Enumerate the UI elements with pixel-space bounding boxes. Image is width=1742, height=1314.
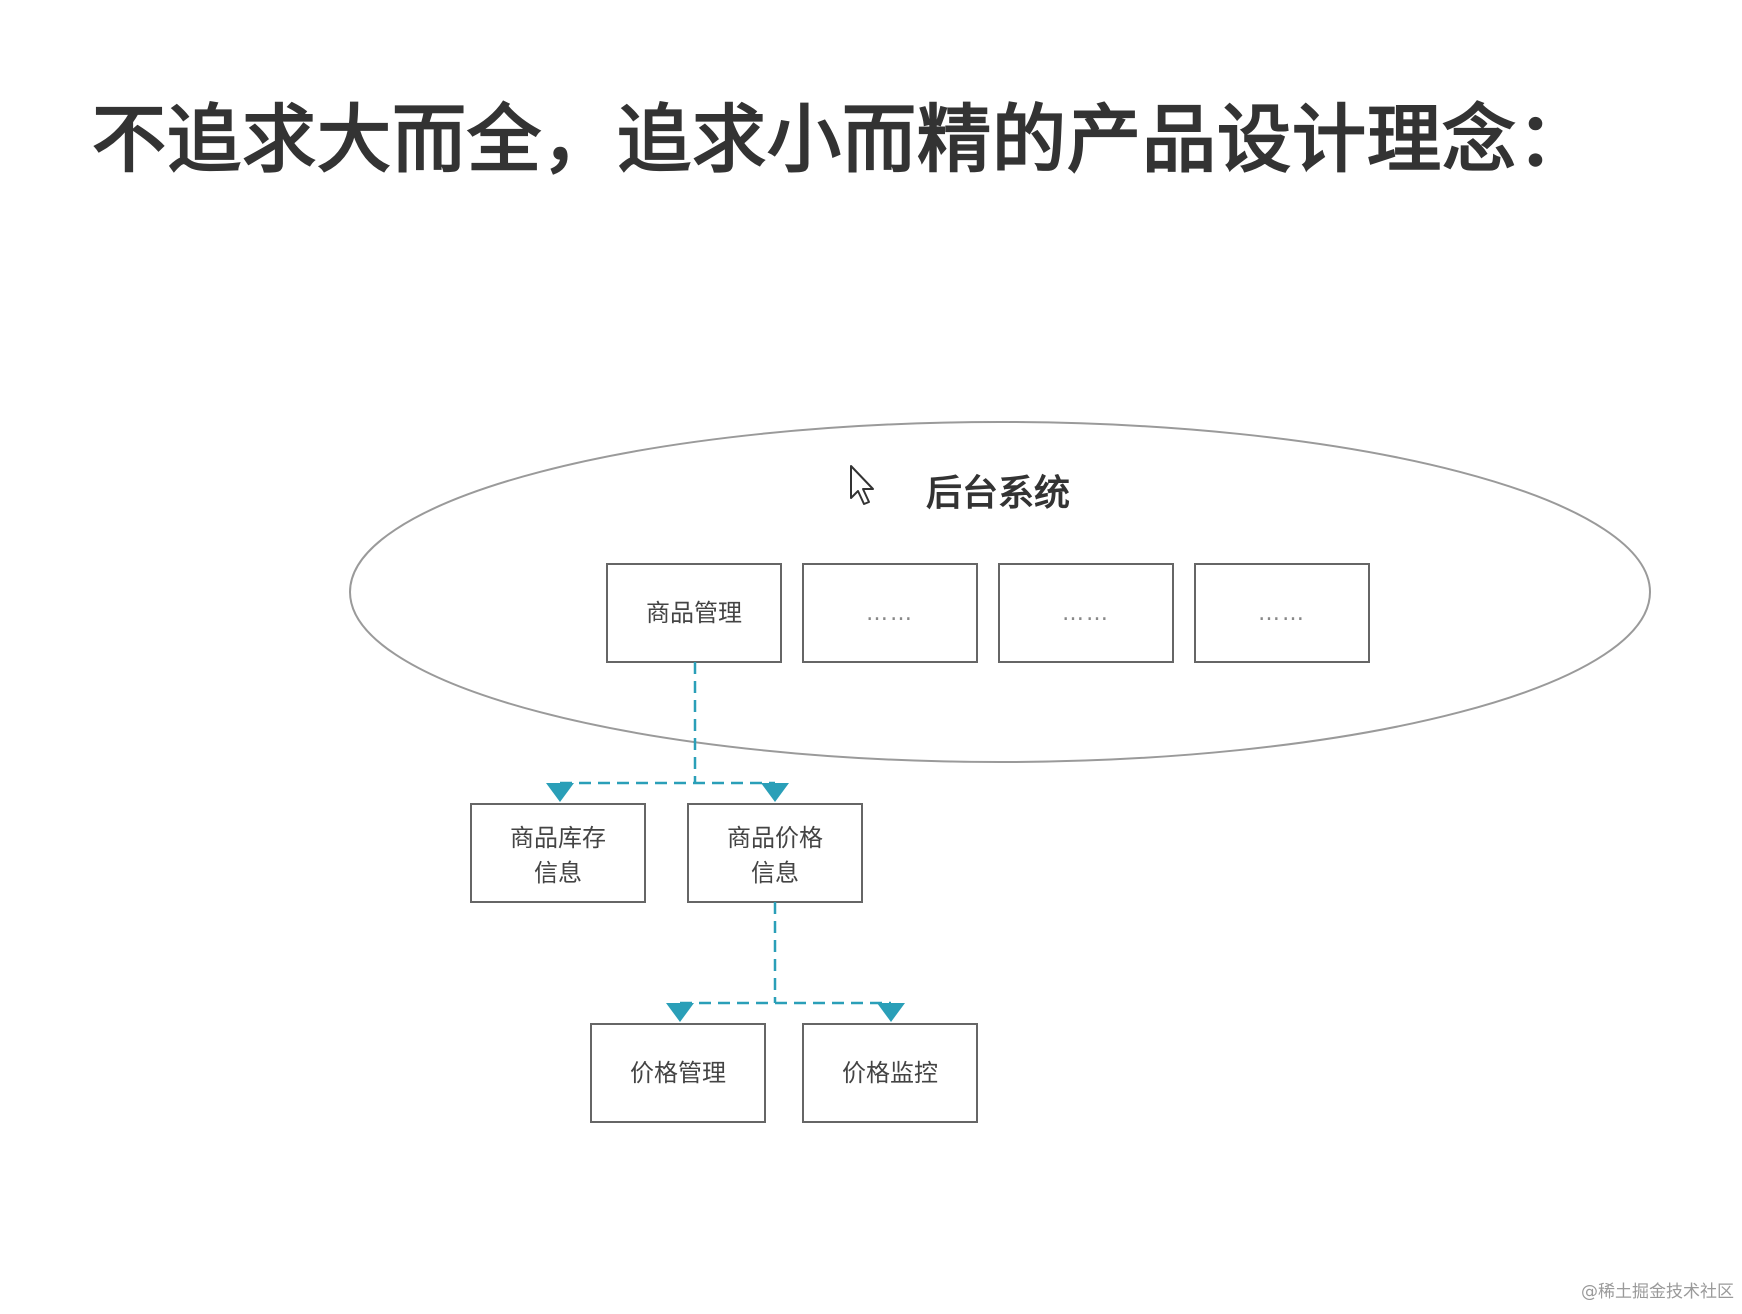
- system-title: 后台系统: [926, 473, 1070, 514]
- box-label-line1: 商品库存: [510, 824, 606, 852]
- module-label: ……: [1258, 601, 1306, 626]
- box-price-management: 价格管理: [590, 1023, 766, 1123]
- box-label-line2: 信息: [751, 859, 799, 887]
- box-inventory-info: 商品库存 信息: [470, 803, 646, 903]
- connector-product-to-children: [560, 662, 775, 785]
- box-label: 价格监控: [842, 1059, 938, 1087]
- box-label-line1: 商品价格: [727, 824, 823, 852]
- watermark: @稀土掘金技术社区: [1581, 1282, 1734, 1302]
- connector-price-to-children: [680, 902, 891, 1005]
- module-box-placeholder: ……: [802, 563, 978, 663]
- module-label: ……: [1062, 601, 1110, 626]
- page-title: 不追求大而全，追求小而精的产品设计理念：: [92, 97, 1592, 183]
- box-label: 价格管理: [630, 1059, 726, 1087]
- arrow-down-icon: [546, 783, 574, 802]
- system-ellipse: [349, 421, 1651, 763]
- module-label: 商品管理: [646, 599, 742, 627]
- box-price-monitoring: 价格监控: [802, 1023, 978, 1123]
- arrow-down-icon: [877, 1003, 905, 1022]
- arrow-down-icon: [761, 783, 789, 802]
- module-box-product-management: 商品管理: [606, 563, 782, 663]
- module-label: ……: [866, 601, 914, 626]
- box-label-line2: 信息: [534, 859, 582, 887]
- arrow-down-icon: [666, 1003, 694, 1022]
- mouse-cursor-icon: [850, 465, 874, 505]
- module-box-placeholder: ……: [998, 563, 1174, 663]
- box-price-info: 商品价格 信息: [687, 803, 863, 903]
- module-box-placeholder: ……: [1194, 563, 1370, 663]
